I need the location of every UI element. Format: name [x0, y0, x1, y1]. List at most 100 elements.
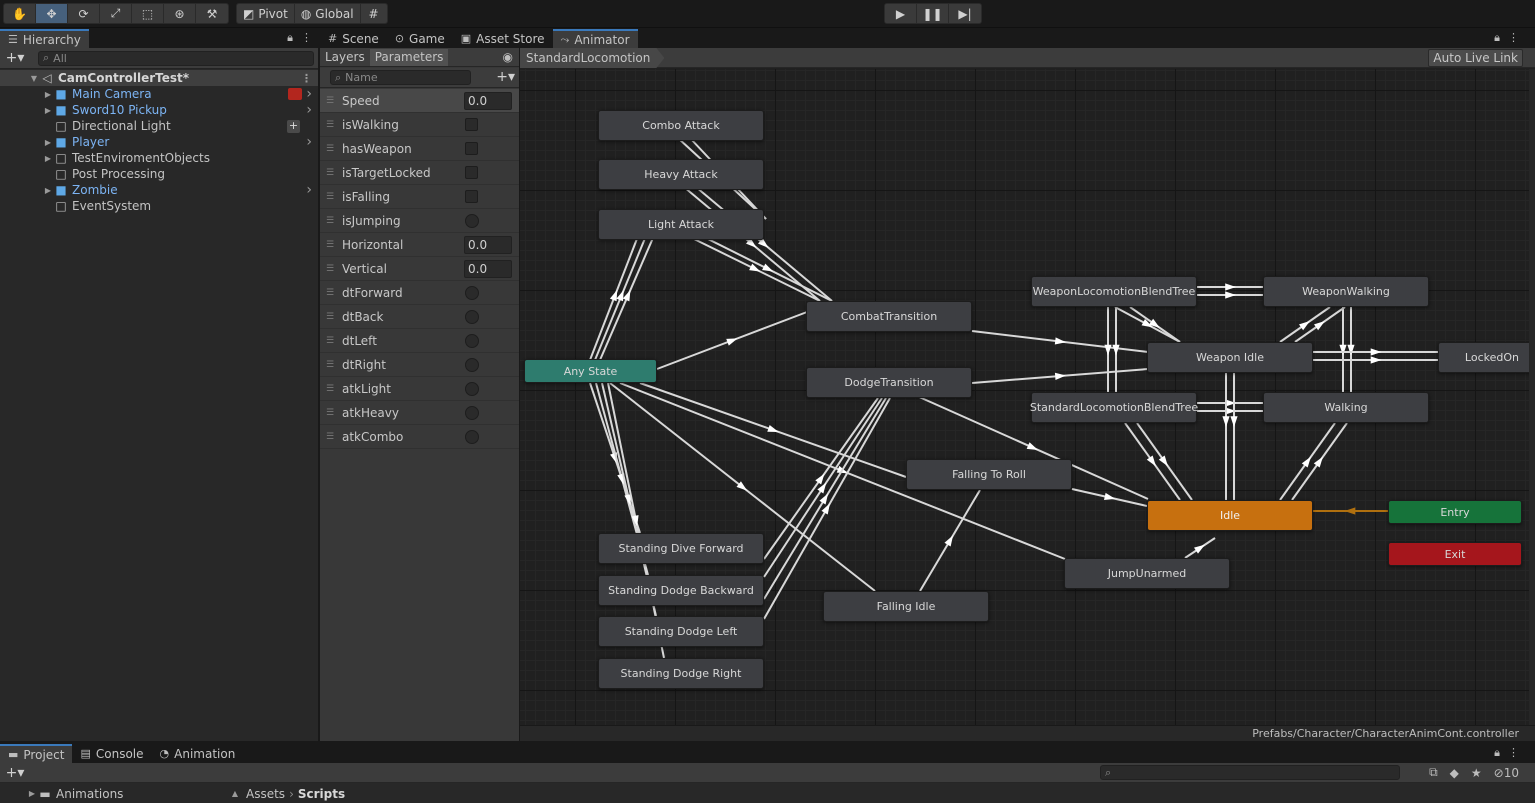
move-tool-icon[interactable]: ✥ [36, 4, 68, 23]
prefab-open-arrow-icon[interactable]: › [306, 134, 312, 150]
tab-console[interactable]: ▤Console [72, 744, 151, 763]
parameter-trigger-radio[interactable] [465, 285, 479, 300]
lock-icon[interactable]: 🔒︎ [1494, 31, 1500, 44]
project-search-input[interactable]: ⌕ [1100, 765, 1400, 780]
tab-project[interactable]: ▬Project [0, 744, 73, 763]
drag-handle-icon[interactable]: ☰ [325, 287, 335, 298]
state-light-attack[interactable]: Light Attack [598, 209, 764, 240]
tab-scene[interactable]: #Scene [320, 29, 387, 48]
transform-tool-icon[interactable]: ⊛ [164, 4, 196, 23]
tab-asset-store[interactable]: ▣Asset Store [453, 29, 553, 48]
kebab-menu-icon[interactable]: ⋮ [1508, 31, 1519, 44]
graph-scrollbar[interactable] [1529, 69, 1535, 725]
state-standard-locomotion-blendtree[interactable]: StandardLocomotionBlendTree [1030, 392, 1198, 423]
prefab-open-arrow-icon[interactable]: › [306, 182, 312, 198]
state-walking[interactable]: Walking [1263, 392, 1429, 423]
parameter-row[interactable]: ☰isFalling [320, 185, 519, 209]
parameter-row[interactable]: ☰atkCombo [320, 425, 519, 449]
parameter-bool-checkbox[interactable] [465, 118, 478, 131]
parameter-trigger-radio[interactable] [465, 429, 479, 444]
add-parameter-button[interactable]: +▾ [496, 69, 515, 85]
tab-layers[interactable]: Layers [325, 50, 365, 64]
state-combo-attack[interactable]: Combo Attack [598, 110, 764, 141]
state-idle[interactable]: Idle [1147, 500, 1313, 531]
state-standing-dodge-backward[interactable]: Standing Dodge Backward [598, 575, 764, 606]
state-standing-dive-forward[interactable]: Standing Dive Forward [598, 533, 764, 564]
drag-handle-icon[interactable]: ☰ [325, 95, 335, 106]
parameter-float-field[interactable]: 0.0 [464, 259, 512, 278]
hierarchy-item[interactable]: ▶■Main Camera› [0, 86, 318, 102]
star-icon[interactable]: ★ [1470, 765, 1482, 780]
state-combat-transition[interactable]: CombatTransition [806, 301, 972, 332]
drag-handle-icon[interactable]: ☰ [325, 335, 335, 346]
prefab-open-arrow-icon[interactable]: › [306, 102, 312, 118]
lock-icon[interactable]: 🔒︎ [287, 31, 293, 44]
hierarchy-scene-root[interactable]: ▼◁CamControllerTest*⋮ [0, 70, 318, 86]
tab-animation[interactable]: ◔Animation [152, 744, 244, 763]
hierarchy-item[interactable]: □EventSystem [0, 198, 318, 214]
state-heavy-attack[interactable]: Heavy Attack [598, 159, 764, 190]
tab-animator[interactable]: ⤳Animator [552, 29, 638, 48]
parameter-bool-checkbox[interactable] [465, 142, 478, 155]
create-asset-button[interactable]: +▾ [5, 765, 25, 781]
auto-live-link-button[interactable]: Auto Live Link [1428, 49, 1523, 67]
project-folder-row[interactable]: ▶ ▬ Animations ▲ [0, 784, 240, 803]
parameter-row[interactable]: ☰dtBack [320, 305, 519, 329]
state-entry[interactable]: Entry [1388, 500, 1522, 524]
eye-icon[interactable]: ◉ [502, 50, 513, 64]
pause-icon[interactable]: ❚❚ [917, 4, 949, 23]
parameter-trigger-radio[interactable] [465, 381, 479, 396]
parameter-row[interactable]: ☰hasWeapon [320, 137, 519, 161]
hierarchy-item[interactable]: ▶□TestEnviromentObjects [0, 150, 318, 166]
prefab-open-arrow-icon[interactable]: › [306, 86, 312, 102]
state-exit[interactable]: Exit [1388, 542, 1522, 566]
hierarchy-item[interactable]: ▶■Zombie› [0, 182, 318, 198]
state-weapon-idle[interactable]: Weapon Idle [1147, 342, 1313, 373]
drag-handle-icon[interactable]: ☰ [325, 119, 335, 130]
label-tag-icon[interactable]: ◆ [1449, 765, 1459, 780]
parameter-row[interactable]: ☰dtRight [320, 353, 519, 377]
crumb-assets[interactable]: Assets [246, 786, 286, 801]
parameter-row[interactable]: ☰dtForward [320, 281, 519, 305]
custom-tool-icon[interactable]: ⚒ [206, 6, 218, 21]
state-locked-on[interactable]: LockedOn [1438, 342, 1535, 373]
drag-handle-icon[interactable]: ☰ [325, 167, 335, 178]
parameter-row[interactable]: ☰dtLeft [320, 329, 519, 353]
state-falling-idle[interactable]: Falling Idle [823, 591, 989, 622]
hierarchy-search-input[interactable]: ⌕ All [38, 50, 314, 66]
state-any-state[interactable]: Any State [524, 359, 657, 383]
global-button[interactable]: ◍Global [295, 4, 361, 23]
step-icon[interactable]: ▶| [949, 4, 981, 23]
drag-handle-icon[interactable]: ☰ [325, 191, 335, 202]
parameter-search-input[interactable]: ⌕ Name [330, 70, 471, 85]
drag-handle-icon[interactable]: ☰ [325, 383, 335, 394]
parameter-float-field[interactable]: 0.0 [464, 91, 512, 110]
caret-right-icon[interactable]: ▶ [44, 89, 52, 99]
parameter-bool-checkbox[interactable] [465, 190, 478, 203]
hierarchy-item[interactable]: ▶■Sword10 Pickup› [0, 102, 318, 118]
drag-handle-icon[interactable]: ☰ [325, 359, 335, 370]
state-standing-dodge-right[interactable]: Standing Dodge Right [598, 658, 764, 689]
drag-handle-icon[interactable]: ☰ [325, 311, 335, 322]
parameter-trigger-radio[interactable] [465, 309, 479, 324]
hierarchy-item[interactable]: □Directional Light+ [0, 118, 318, 134]
parameter-row[interactable]: ☰atkHeavy [320, 401, 519, 425]
add-component-plus-icon[interactable]: + [287, 118, 300, 133]
hidden-count[interactable]: ⊘10 [1494, 766, 1519, 780]
parameter-row[interactable]: ☰isTargetLocked [320, 161, 519, 185]
drag-handle-icon[interactable]: ☰ [325, 263, 335, 274]
parameter-trigger-radio[interactable] [465, 357, 479, 372]
create-dropdown-button[interactable]: +▾ [5, 50, 25, 66]
drag-handle-icon[interactable]: ☰ [325, 215, 335, 226]
grid-snap-icon[interactable]: # [368, 6, 379, 21]
state-weapon-locomotion-blendtree[interactable]: WeaponLocomotionBlendTree [1031, 276, 1197, 307]
parameter-row[interactable]: ☰isWalking [320, 113, 519, 137]
play-icon[interactable]: ▶ [885, 4, 917, 23]
hand-tool-icon[interactable]: ✋ [4, 4, 36, 23]
state-jump-unarmed[interactable]: JumpUnarmed [1064, 558, 1230, 589]
state-standing-dodge-left[interactable]: Standing Dodge Left [598, 616, 764, 647]
drag-handle-icon[interactable]: ☰ [325, 407, 335, 418]
state-dodge-transition[interactable]: DodgeTransition [806, 367, 972, 398]
